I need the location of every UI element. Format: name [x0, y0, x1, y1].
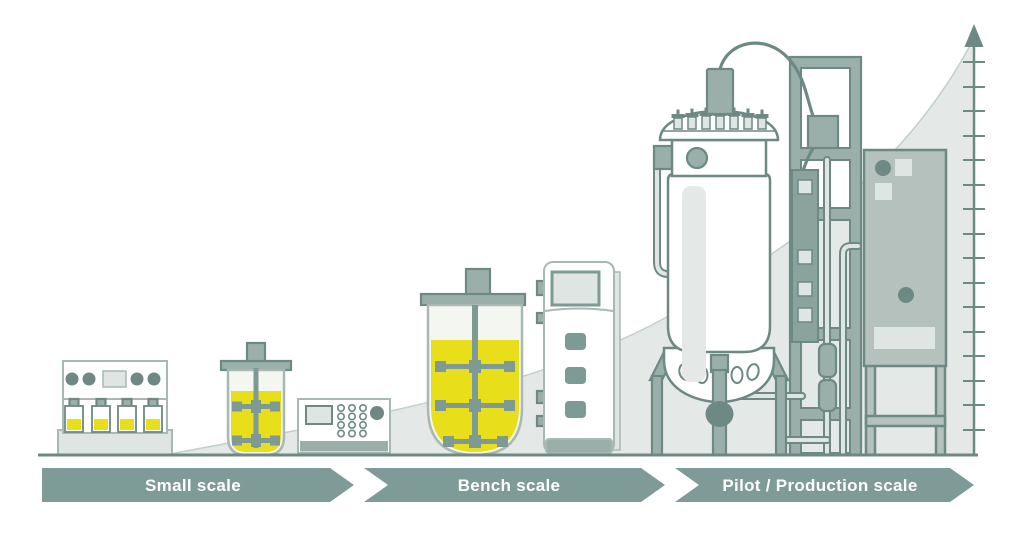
- stage-banner-bench-scale: [364, 468, 665, 502]
- cabinet-knob: [875, 160, 891, 176]
- pilot-bioreactor: [648, 67, 790, 457]
- motor-cable: [718, 41, 815, 117]
- mini-vessel: [117, 397, 137, 433]
- mini-vessel: [143, 397, 163, 433]
- top-drive-motor: [705, 67, 735, 116]
- scale-axis: [963, 24, 985, 454]
- bench-shaft: [472, 305, 478, 445]
- sight-glass: [685, 146, 709, 170]
- station-display: [102, 370, 127, 388]
- tower-control-unit: [535, 261, 621, 454]
- tower-seam: [544, 307, 614, 312]
- tower-display: [550, 270, 601, 307]
- cabinet-slot: [874, 327, 935, 349]
- manifold-valves: [797, 179, 813, 323]
- controller-base: [300, 441, 388, 452]
- inline-filters: [817, 342, 838, 413]
- cabinet-display: [895, 159, 912, 176]
- impeller: [232, 400, 280, 413]
- micro-bioreactor-station: [57, 360, 173, 456]
- stirred-glass-beaker: [219, 341, 293, 457]
- bench-lid: [419, 292, 527, 307]
- stage-banner-pilot-production-scale: [675, 468, 974, 502]
- controller-display: [305, 405, 333, 425]
- harvest-valve: [705, 401, 734, 427]
- stage-label-small-scale: Small scale: [145, 476, 241, 495]
- piping-skid-frame: [718, 41, 863, 457]
- controller-knob: [370, 406, 384, 420]
- production-cabinet: [862, 148, 948, 457]
- impeller: [232, 434, 280, 447]
- impeller: [443, 435, 508, 448]
- cabinet-switch: [875, 183, 892, 200]
- skid-junction-box: [806, 114, 840, 150]
- stage-banner-small-scale: [42, 468, 354, 502]
- mini-vessel: [91, 397, 111, 433]
- impeller: [435, 360, 515, 373]
- stage-label-pilot-production-scale: Pilot / Production scale: [722, 476, 917, 495]
- impeller: [435, 399, 515, 412]
- cabinet-port: [898, 287, 914, 303]
- tower-base: [545, 438, 613, 454]
- vessel-highlight: [682, 186, 706, 382]
- stage-label-bench-scale: Bench scale: [458, 476, 561, 495]
- controller-keypad: [336, 403, 367, 438]
- head-ports: [671, 107, 769, 130]
- axis-arrow-up-icon: [964, 24, 984, 47]
- axis-ticks: [963, 61, 985, 431]
- mini-vessel: [64, 397, 84, 433]
- tower-buttons: [565, 333, 586, 418]
- station-knobs: [65, 372, 161, 386]
- benchtop-controller: [297, 398, 391, 454]
- mini-culture-vessels: [64, 397, 163, 433]
- bench-bioreactor: [419, 267, 527, 457]
- stage-banners: Small scale Bench scale Pilot / Producti…: [42, 468, 974, 502]
